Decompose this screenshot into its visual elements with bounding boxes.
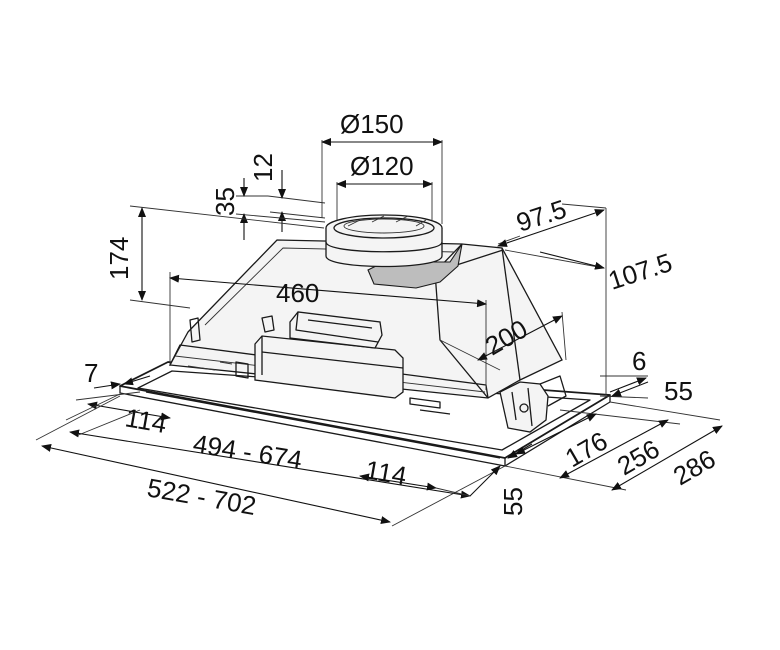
label-d256: 256 (612, 434, 665, 482)
label-d12: 12 (248, 153, 278, 182)
label-d55-bottom: 55 (498, 487, 528, 516)
label-d174: 174 (104, 237, 134, 280)
label-d35: 35 (210, 187, 240, 216)
label-d522-702: 522 - 702 (145, 472, 258, 521)
hood-body (119, 239, 611, 467)
label-d7: 7 (84, 358, 98, 388)
label-d460: 460 (276, 278, 319, 308)
dimension-lines (35, 138, 723, 527)
label-d150: Ø150 (340, 109, 404, 139)
label-d6: 6 (632, 346, 646, 376)
right-bracket (499, 381, 549, 433)
label-d494-674: 494 - 674 (191, 428, 304, 475)
label-d120: Ø120 (350, 151, 414, 181)
base-frame-inner (137, 370, 591, 451)
label-d286: 286 (668, 444, 721, 492)
label-d107-5: 107.5 (605, 247, 676, 296)
label-d114-right: 114 (363, 454, 409, 491)
label-d114-left: 114 (123, 402, 169, 439)
electronics-box (254, 335, 404, 399)
label-d97-5: 97.5 (513, 194, 570, 238)
label-d55-right: 55 (664, 376, 693, 406)
label-d176: 176 (560, 426, 613, 474)
